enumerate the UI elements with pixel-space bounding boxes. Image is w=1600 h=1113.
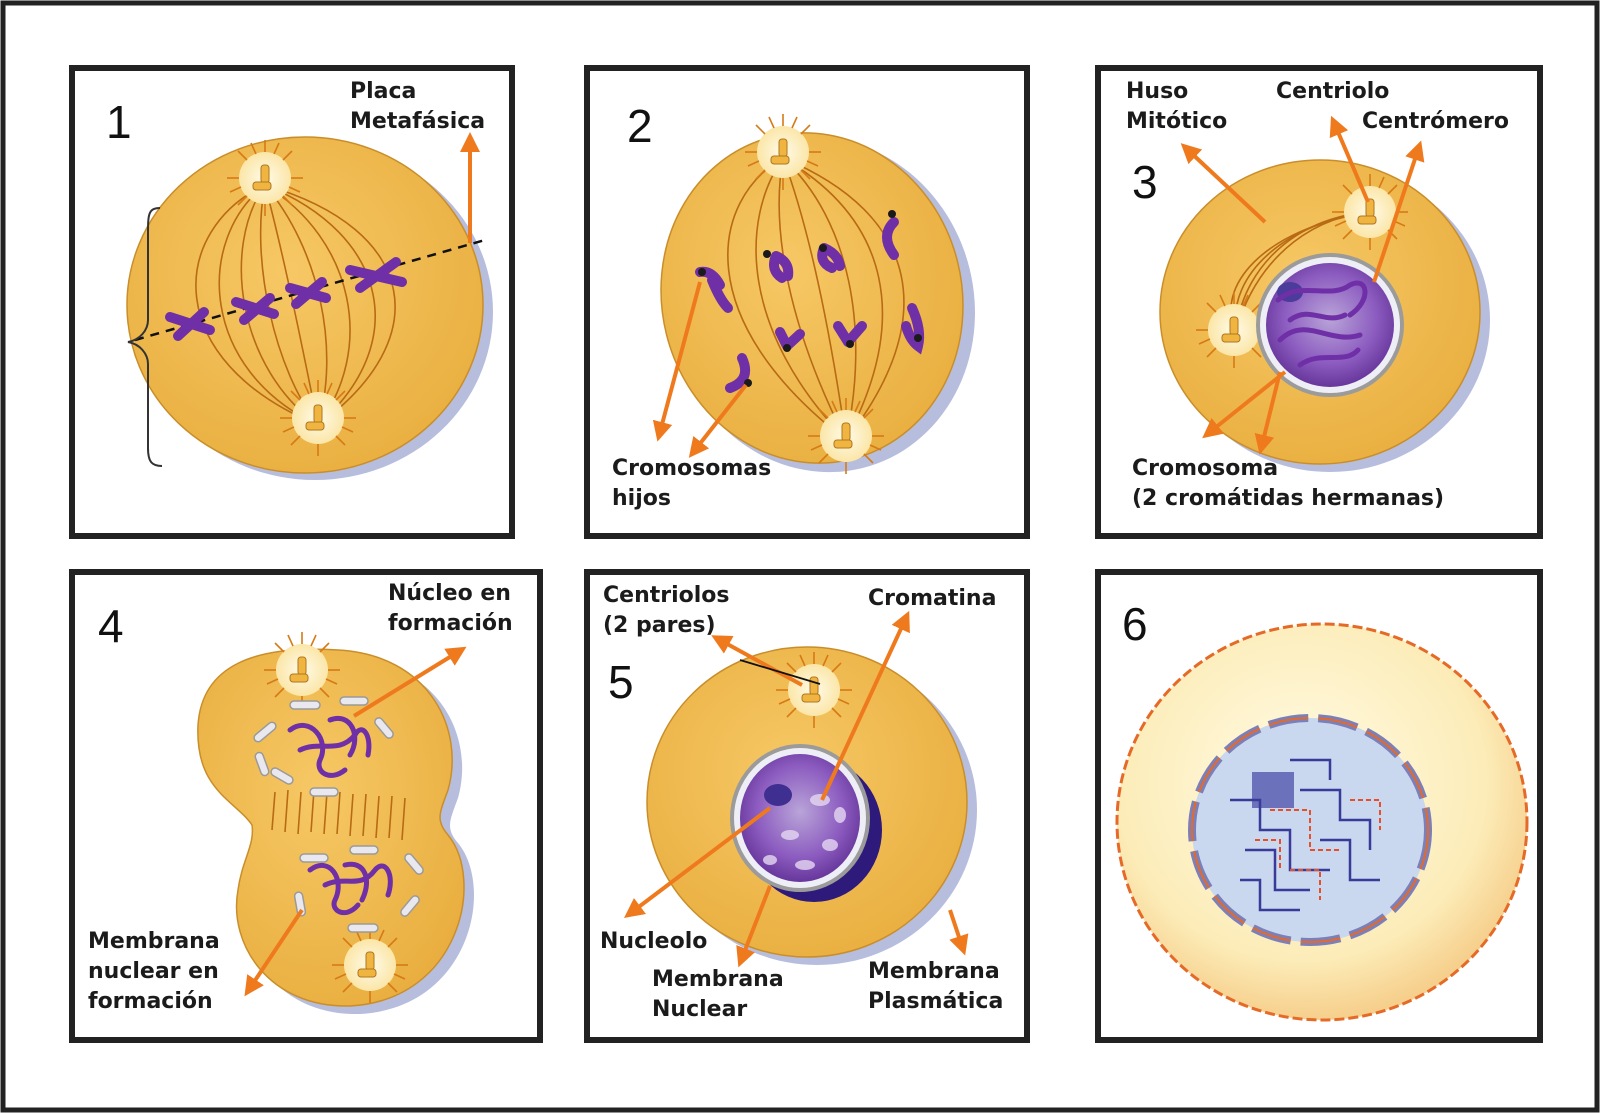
label-huso: Huso (1126, 79, 1188, 104)
centriolo-arrow (1329, 115, 1370, 203)
panel-4-number: 4 (98, 600, 124, 652)
panel-3: 3 Huso Mitótico Centriolo Centrómero Cro (1095, 65, 1543, 539)
panel-4: 4 (69, 569, 543, 1043)
interphase-cell (646, 646, 977, 965)
label-membrana-plasmatica: Membrana (868, 959, 1000, 984)
panel-2-number: 2 (627, 100, 653, 152)
label-cromatina: Cromatina (868, 586, 996, 611)
label-plasmatica: Plasmática (868, 989, 1003, 1014)
label-membrana-4: Membrana (88, 929, 220, 954)
forming-membranes (253, 696, 424, 933)
label-hijos: hijos (612, 486, 671, 511)
label-nuclear-en: nuclear en (88, 959, 219, 984)
membrana-formacion-arrow (244, 908, 304, 997)
membrana-plasmatica-arrow (948, 909, 969, 956)
prophase-cell (1159, 159, 1490, 472)
panel-2: 2 (584, 65, 1030, 539)
membrana-nuclear-arrow (736, 885, 772, 968)
label-membrana-nuclear: Membrana (652, 967, 784, 992)
label-mitotico: Mitótico (1126, 109, 1227, 134)
label-nucleolo: Nucleolo (600, 929, 707, 954)
label-cromosomas: Cromosomas (612, 456, 771, 481)
nucleolo-arrow (624, 806, 772, 919)
metaphase-chromosomes (165, 257, 407, 341)
label-centriolos: Centriolos (603, 583, 730, 608)
label-cromosoma: Cromosoma (1132, 456, 1278, 481)
metaphase-cell (126, 136, 493, 480)
cromosoma-arrow-2 (1254, 371, 1282, 455)
nucleo-formacion-arrow (352, 646, 467, 718)
panel-6: 6 (1095, 569, 1543, 1043)
panel-1: 1 Placa Metafásica (69, 65, 515, 539)
decondensing-chromosomes (287, 715, 393, 916)
label-metafasica: Metafásica (350, 109, 485, 134)
label-placa: Placa (350, 79, 416, 104)
interphase-cell-pale (1115, 622, 1529, 1022)
centromero-arrow (1372, 140, 1425, 283)
cromosomas-hijos-arrow-1 (652, 281, 702, 442)
telophase-cell (197, 631, 474, 1015)
label-cromatidas: (2 cromátidas hermanas) (1132, 486, 1444, 511)
panel-3-number: 3 (1132, 156, 1158, 208)
cromosoma-arrow-1 (1202, 370, 1287, 439)
huso-mitotico-arrow (1180, 143, 1267, 224)
panel-5: 5 Centriolos (2 pares) Cromatin (584, 569, 1030, 1043)
label-nucleo: Núcleo en (388, 581, 511, 606)
label-nuclear: Nuclear (652, 997, 747, 1022)
panel-1-number: 1 (106, 96, 132, 148)
label-centromero: Centrómero (1362, 109, 1509, 134)
panel-5-number: 5 (608, 656, 634, 708)
cromatina-arrow (820, 610, 910, 801)
panel-6-number: 6 (1122, 598, 1148, 650)
label-2-pares: (2 pares) (603, 613, 716, 638)
label-formacion-2: formación (88, 989, 213, 1014)
centriolos-arrow (711, 635, 803, 687)
cromosomas-hijos-arrow-2 (688, 383, 748, 458)
label-centriolo: Centriolo (1276, 79, 1389, 104)
label-formacion-1: formación (388, 611, 513, 636)
